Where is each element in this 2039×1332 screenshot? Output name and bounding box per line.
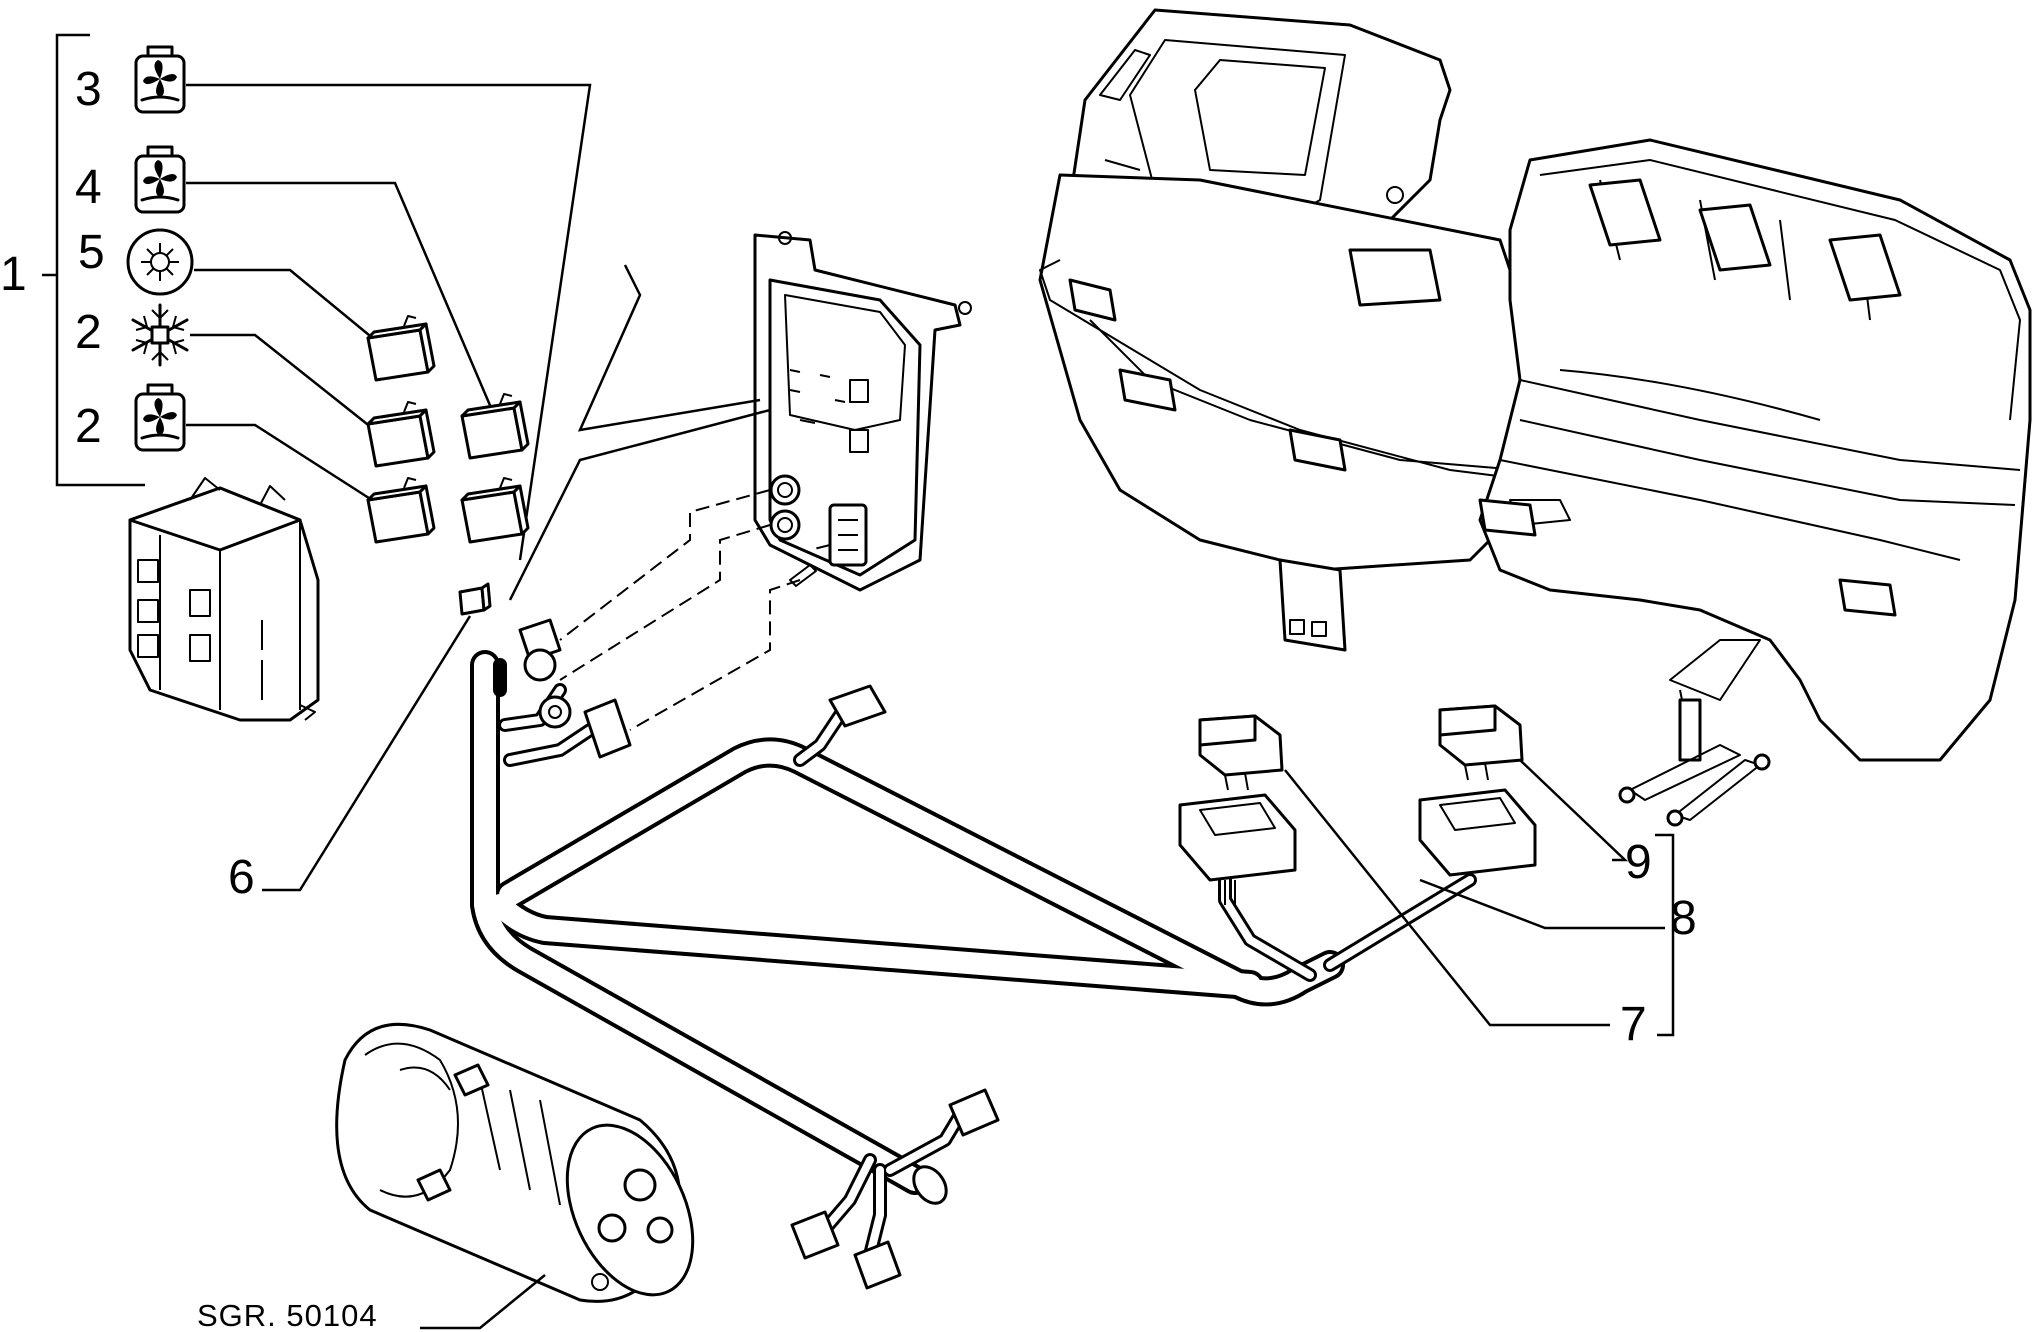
leader-ref: [420, 1274, 546, 1330]
wiring-harness: [470, 650, 1345, 1195]
compressor: [335, 1022, 695, 1303]
relay-5: [366, 315, 436, 382]
relay-2a: [366, 401, 436, 468]
callout-2a: 2: [75, 306, 102, 359]
relay-2b: [366, 477, 436, 544]
callout-8: 8: [1670, 892, 1697, 945]
callout-2b: 2: [75, 400, 102, 453]
relay-4: [460, 393, 530, 460]
socket-8b: [1418, 788, 1537, 877]
callout-6: 6: [228, 851, 255, 904]
relay-icon-3: [134, 45, 186, 114]
relay-leader-lines: [186, 83, 592, 561]
leader-7: [1284, 769, 1610, 1027]
leader-6: [262, 615, 472, 892]
compressor-icon: [141, 243, 179, 281]
relay-icon-2a: [131, 303, 189, 367]
relay-icon-4: [134, 145, 186, 214]
callout-1: 1: [0, 248, 27, 301]
snowflake-icon: [131, 303, 189, 367]
evaporator-housing: [1038, 8, 2032, 762]
connector-9: [1438, 704, 1524, 781]
callout-5: 5: [78, 226, 105, 279]
fan-icon: [143, 160, 177, 197]
callout-3: 3: [75, 63, 102, 116]
connector-7: [1198, 714, 1284, 791]
relay-3: [460, 477, 530, 544]
fan-icon: [143, 398, 177, 435]
control-unit-box: [128, 477, 320, 722]
fuse-6: [458, 582, 492, 616]
dashed-connectors: [559, 489, 831, 731]
leader-8: [1419, 878, 1665, 930]
relay-holder-unit: [753, 231, 972, 592]
drain-tubes: [1618, 698, 1771, 827]
fan-icon: [143, 60, 177, 97]
callout-4: 4: [75, 161, 102, 214]
leader-9: [1519, 759, 1629, 862]
bracket-789: [1655, 833, 1675, 1037]
relay-icon-2b: [134, 383, 186, 452]
relay-icon-5: [126, 228, 194, 296]
harness-connectors: [518, 618, 1000, 1290]
reference-code: SGR. 50104: [197, 1298, 378, 1332]
bracket-1: [42, 33, 145, 487]
socket-8a: [1178, 793, 1297, 905]
leader-1-holder: [577, 264, 761, 432]
callout-9: 9: [1625, 836, 1652, 889]
leader-6-holder: [508, 408, 771, 601]
callout-7: 7: [1620, 998, 1647, 1051]
